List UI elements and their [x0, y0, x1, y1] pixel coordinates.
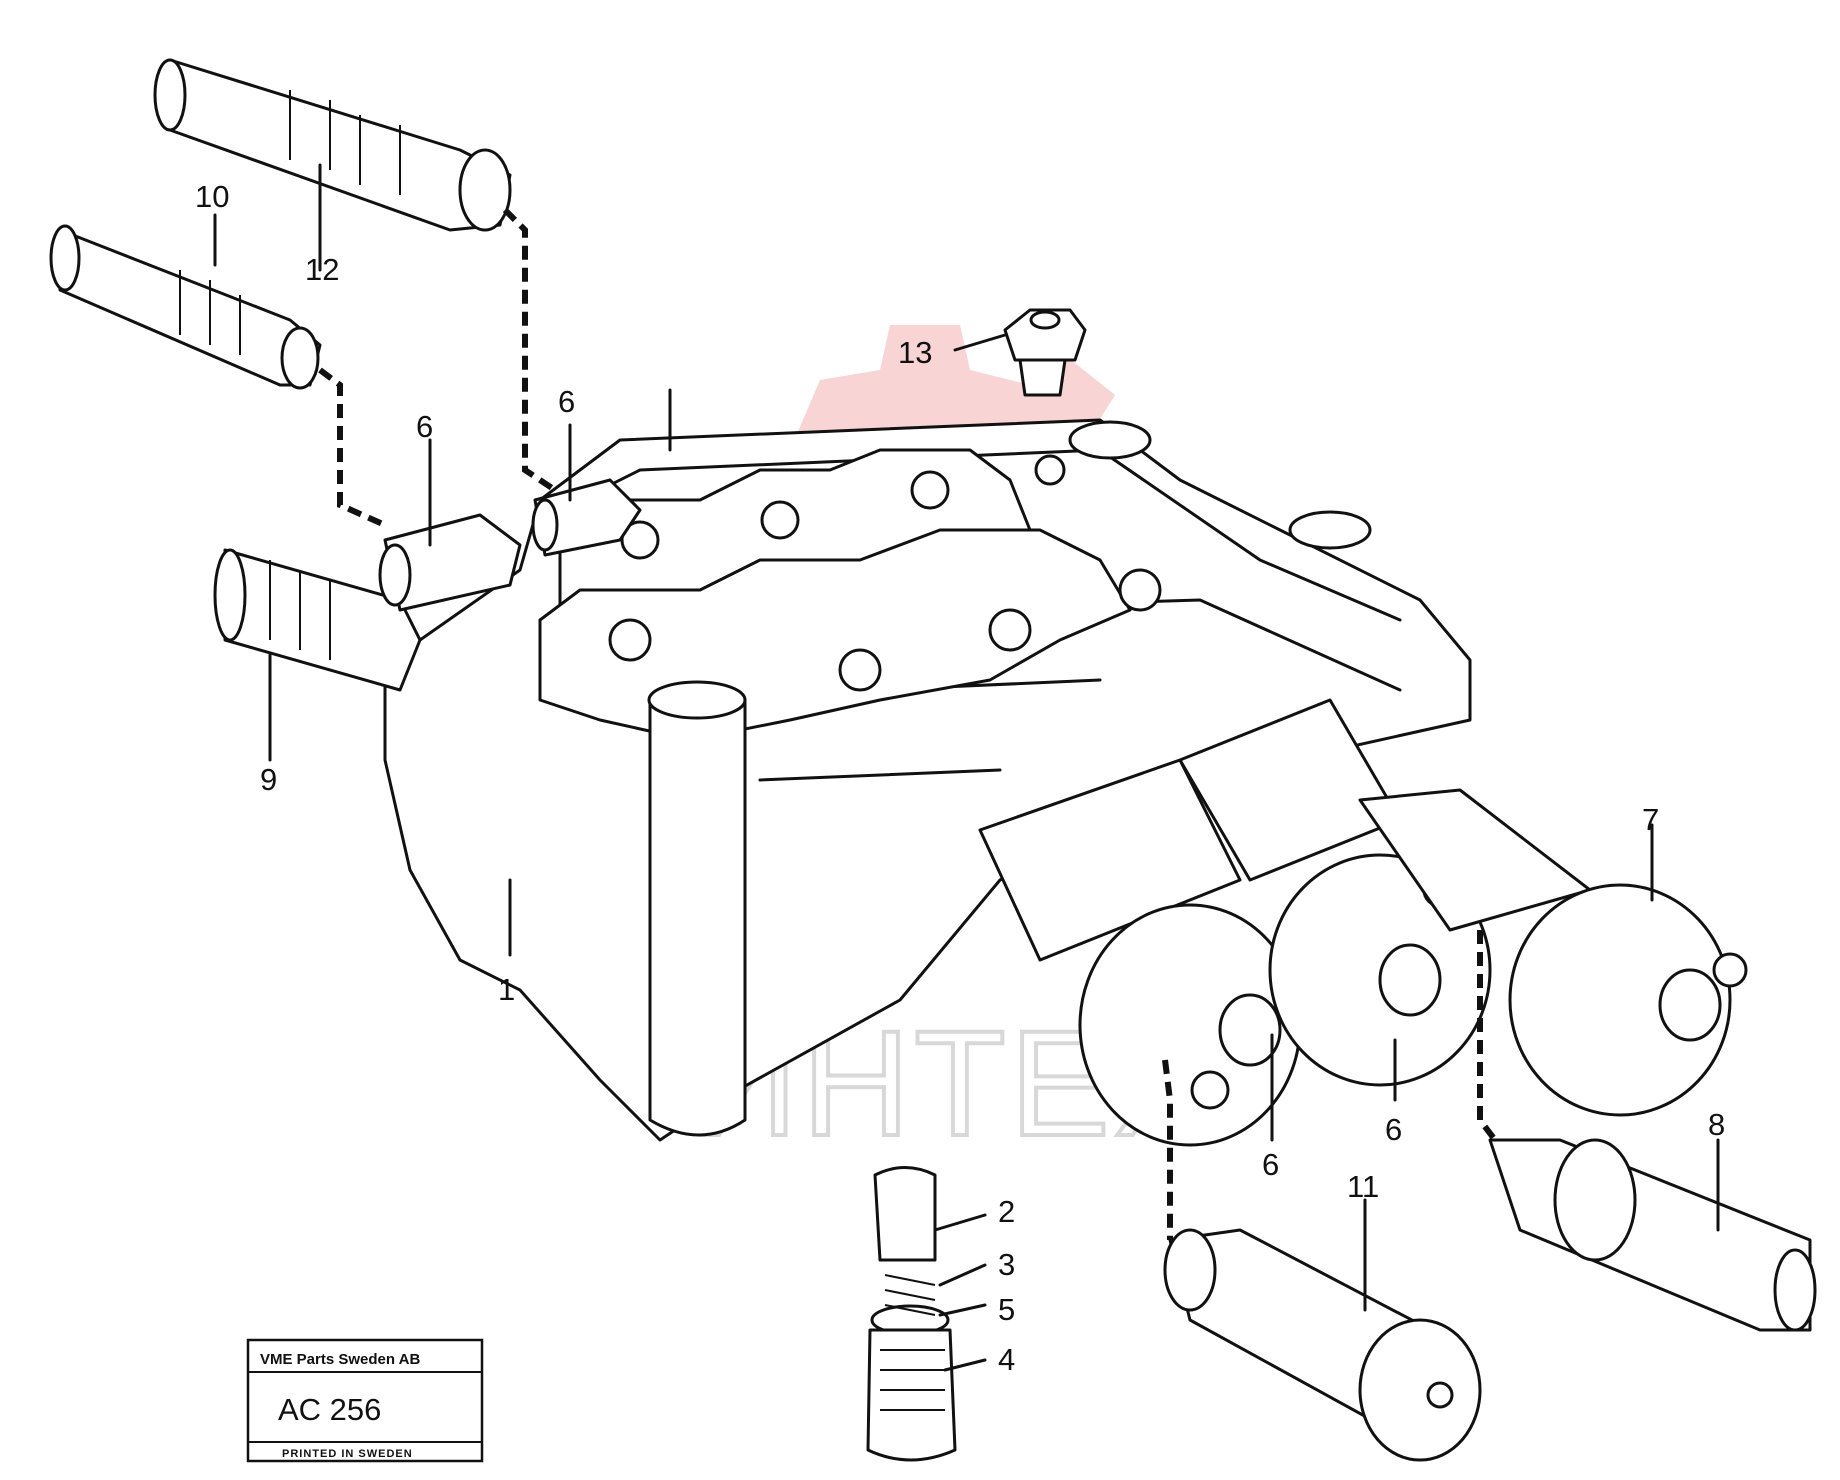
callout-7: 7	[1642, 802, 1659, 837]
spool-cap-left	[978, 758, 1302, 1147]
callout-1: 1	[498, 972, 515, 1007]
callout-11: 11	[1347, 1169, 1379, 1204]
valve-8	[1488, 1138, 1817, 1332]
stamp-code: AC 256	[278, 1392, 381, 1427]
callout-6-upper: 6	[558, 384, 575, 419]
callout-6-front-left: 6	[1262, 1147, 1279, 1182]
valve-body	[383, 418, 1472, 1142]
callout-3: 3	[998, 1247, 1015, 1282]
publisher-stamp: VME Parts Sweden AB AC 256 PRINTED IN SW…	[246, 1338, 484, 1463]
callout-4: 4	[998, 1342, 1015, 1377]
fitting-10	[49, 224, 322, 390]
callout-13: 13	[898, 335, 932, 370]
fitting-9	[213, 548, 422, 692]
callout-2: 2	[998, 1194, 1015, 1229]
plate-bolt-holes	[608, 454, 1162, 692]
leader-lines	[213, 163, 1720, 1372]
callout-6-front-middle: 6	[1385, 1112, 1402, 1147]
stamp-printed: PRINTED IN SWEDEN	[282, 1448, 413, 1460]
plug-13	[1003, 308, 1087, 397]
fitting-6-left	[378, 513, 522, 612]
stamp-company: VME Parts Sweden AB	[260, 1351, 420, 1368]
callout-12: 12	[305, 252, 339, 287]
callout-9: 9	[260, 762, 277, 797]
callout-8: 8	[1708, 1107, 1725, 1142]
fitting-12	[153, 58, 512, 232]
assembly-lines	[318, 207, 1498, 1240]
fitting-6-upper	[531, 478, 642, 557]
callout-10: 10	[195, 179, 229, 214]
callout-6-left: 6	[416, 409, 433, 444]
callout-5: 5	[998, 1292, 1015, 1327]
spool-cap-right	[1358, 788, 1748, 1117]
valve-11	[1163, 1228, 1482, 1462]
relief-group	[866, 1166, 957, 1462]
